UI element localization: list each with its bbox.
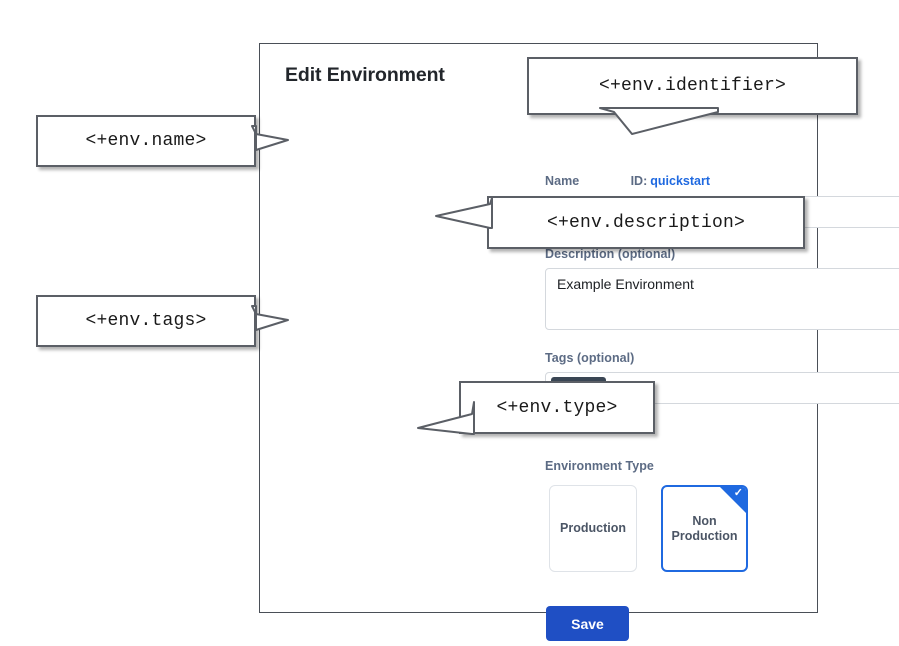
callout-text: <+env.tags> xyxy=(85,311,207,331)
description-label: Description (optional) xyxy=(545,247,676,261)
callout-text: <+env.identifier> xyxy=(598,76,787,96)
callout-env-identifier-tail xyxy=(599,107,719,135)
callout-text: <+env.description> xyxy=(546,212,746,233)
callout-text: <+env.name> xyxy=(85,131,207,151)
callout-env-name: <+env.name> xyxy=(36,115,256,167)
callout-env-tags: <+env.tags> xyxy=(36,295,256,347)
environment-type-option-production[interactable]: Production xyxy=(549,485,637,572)
tags-label: Tags (optional) xyxy=(545,351,635,365)
edit-environment-panel: Edit Environment Name ID:quickstart Desc… xyxy=(259,43,899,641)
environment-type-option-label: Production xyxy=(560,521,626,535)
environment-type-option-label: Non Production xyxy=(671,513,738,543)
callout-text: <+env.type> xyxy=(496,397,618,418)
selected-corner-badge xyxy=(719,487,746,514)
callout-env-type: <+env.type> xyxy=(459,381,655,434)
callout-env-description: <+env.description> xyxy=(487,196,805,249)
environment-type-label: Environment Type xyxy=(545,459,654,473)
check-icon: ✓ xyxy=(733,487,743,499)
callout-env-description-tail xyxy=(435,197,493,229)
callout-env-identifier: <+env.identifier> xyxy=(527,57,858,115)
callout-env-type-tail xyxy=(417,401,475,435)
environment-identifier: ID:quickstart xyxy=(631,174,710,188)
callout-env-name-tail xyxy=(251,125,289,151)
name-label: Name xyxy=(545,174,580,188)
environment-type-option-non-production[interactable]: Non Production ✓ xyxy=(661,485,748,572)
save-button[interactable]: Save xyxy=(546,606,629,641)
identifier-value-link[interactable]: quickstart xyxy=(650,174,710,188)
identifier-label: ID: xyxy=(630,174,648,188)
callout-env-tags-tail xyxy=(251,305,289,331)
description-textarea[interactable] xyxy=(545,268,899,330)
page-title: Edit Environment xyxy=(285,64,445,86)
